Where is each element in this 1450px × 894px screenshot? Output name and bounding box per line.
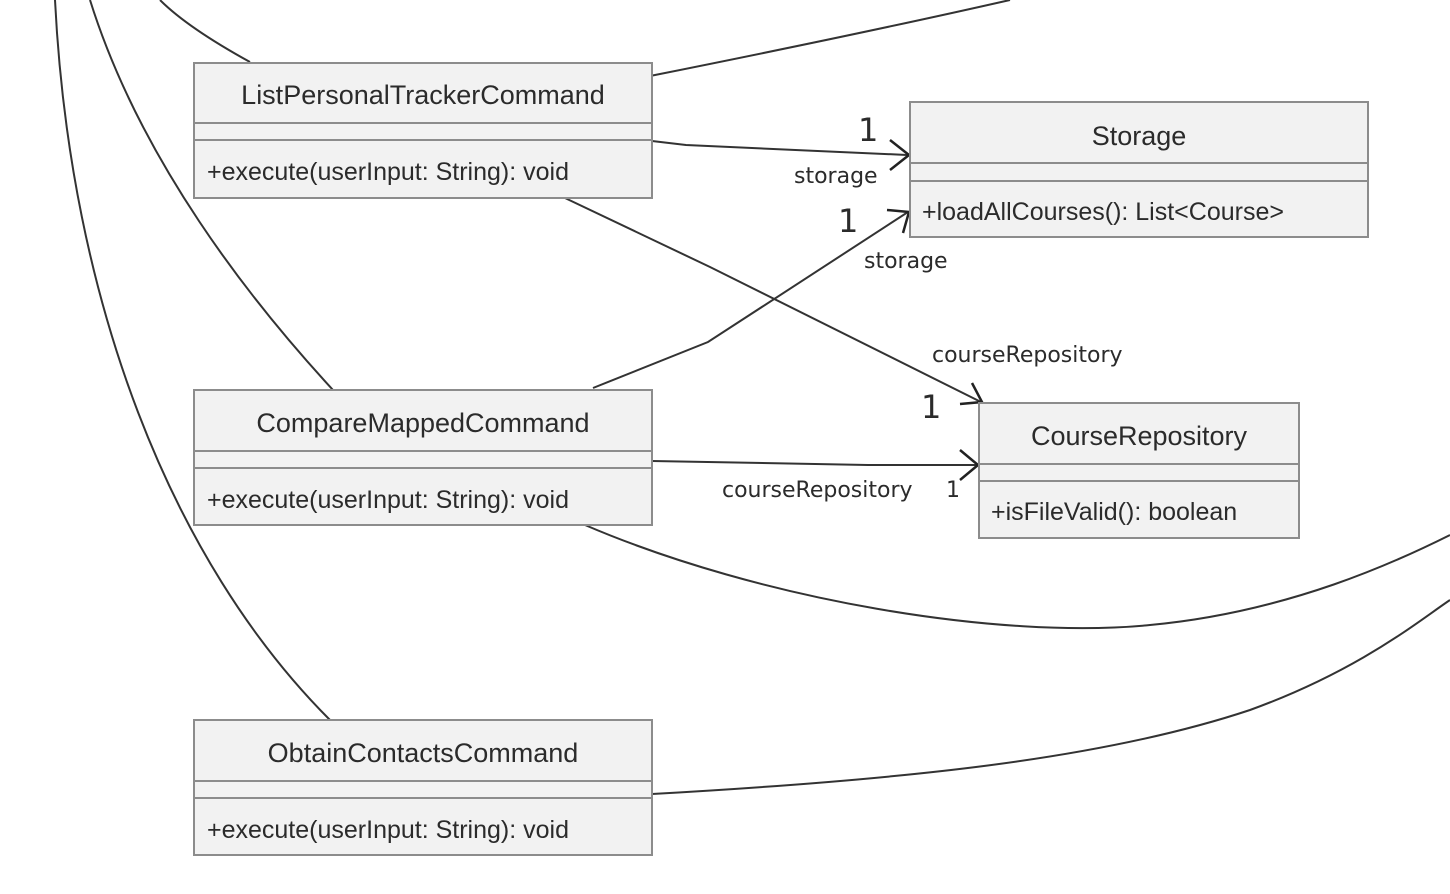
association-list-to-course-repository: 1 courseRepository [564,197,1123,426]
class-method: +execute(userInput: String): void [207,816,569,844]
class-name: CourseRepository [1031,421,1248,451]
class-name: CompareMappedCommand [256,408,589,438]
association-line [564,197,982,403]
multiplicity-label: 1 [946,478,960,503]
association-compare-to-storage: 1 storage [592,202,948,389]
class-box [193,719,653,856]
connector-curve-left-2 [89,0,334,391]
association-line [592,211,909,389]
connector-curve-left-3 [54,0,331,721]
connector-compare-to-right [584,524,1450,630]
class-box [909,101,1369,238]
class-list-personal-tracker-command[interactable]: ListPersonalTrackerCommand +execute(user… [193,62,653,199]
association-line [651,140,908,156]
multiplicity-label: 1 [921,388,941,426]
connector-curve-left-1 [159,0,251,63]
class-method: +isFileValid(): boolean [991,498,1237,526]
connector-list-to-top-right [649,0,1011,77]
class-method: +loadAllCourses(): List<Course> [922,198,1284,226]
class-compare-mapped-command[interactable]: CompareMappedCommand +execute(userInput:… [193,389,653,526]
class-name: ListPersonalTrackerCommand [241,80,605,110]
association-compare-to-course-repository: courseRepository 1 [651,449,980,503]
class-course-repository[interactable]: CourseRepository +isFileValid(): boolean [978,402,1300,539]
multiplicity-label: 1 [858,111,878,149]
class-name: ObtainContactsCommand [268,738,579,768]
multiplicity-label: 1 [838,202,858,240]
class-box [193,62,653,199]
background-connectors [54,0,1450,795]
class-box [193,389,653,526]
role-label: courseRepository [932,343,1123,368]
role-label: storage [794,164,878,189]
class-storage[interactable]: Storage +loadAllCourses(): List<Course> [909,101,1369,238]
association-list-to-storage: 1 storage [651,111,912,189]
role-label: storage [864,249,948,274]
class-obtain-contacts-command[interactable]: ObtainContactsCommand +execute(userInput… [193,719,653,856]
class-method: +execute(userInput: String): void [207,158,569,186]
class-box [978,402,1300,539]
connector-obtain-to-right [651,599,1450,795]
class-name: Storage [1092,121,1187,151]
association-line [651,460,977,466]
class-method: +execute(userInput: String): void [207,486,569,514]
role-label: courseRepository [722,478,913,503]
